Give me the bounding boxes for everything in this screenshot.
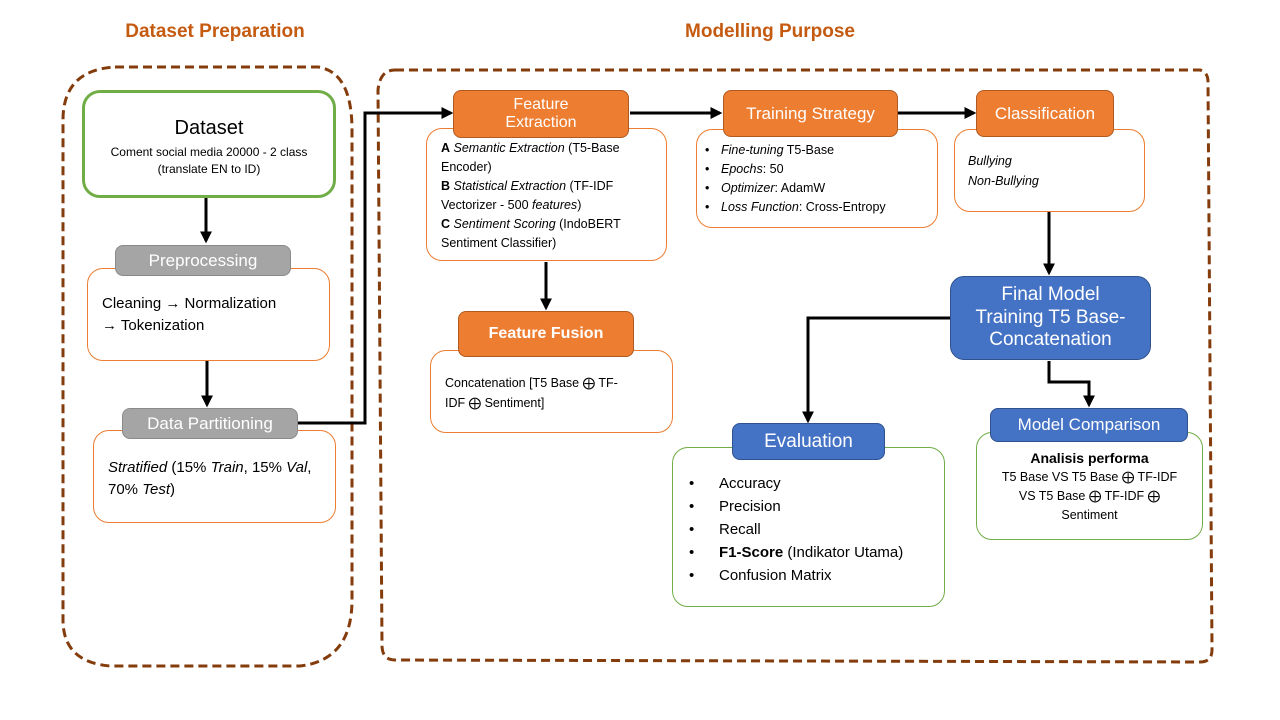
partitioning-stratified: Stratified [108,459,168,476]
item-detail: Vectorizer - 500 [441,198,533,212]
training-strategy-box: Fine-tuning T5-Base Epochs: 50 Optimizer… [696,129,938,228]
partitioning-train: Train [210,459,244,476]
partitioning-text-part: , 15% [243,459,282,476]
feature-fusion-box: Concatenation [T5 Base ⨁ TF- IDF ⨁ Senti… [430,350,673,433]
item-detail: (TF-IDF [566,179,614,193]
feature-fusion-line2: IDF ⨁ Sentiment] [445,396,545,410]
item-detail: (IndoBERT [555,217,621,231]
preprocessing-line2: → Tokenization [102,317,205,334]
partitioning-text: Stratified (15% Train, 15% Val, 70% Test… [108,457,328,501]
metric-confusion-matrix: Confusion Matrix [689,564,903,587]
classification-box: Bullying Non-Bullying [954,129,1145,212]
arrow-final-model-to-comparison [1047,361,1095,408]
model-comparison-box: Analisis performa T5 Base VS T5 Base ⨁ T… [976,432,1203,540]
comparison-line1: T5 Base VS T5 Base ⨁ TF-IDF [1001,470,1178,484]
section-title-modelling-purpose: Modelling Purpose [685,21,855,42]
training-item-loss: Loss Function: Cross-Entropy [705,198,886,217]
metric-f1-note: (Indikator Utama) [783,544,904,561]
training-strategy-header: Training Strategy [723,90,898,137]
partitioning-header: Data Partitioning [122,408,298,439]
final-model-line2: Training T5 Base- [975,306,1126,328]
metric-accuracy: Accuracy [689,472,903,495]
item-name: Semantic Extraction [453,141,565,155]
item-name: Sentiment Scoring [453,217,556,231]
training-item-value: : Cross-Entropy [798,200,886,214]
item-name: Statistical Extraction [453,179,567,193]
metric-f1-score: F1-Score (Indikator Utama) [689,541,903,564]
feature-extraction-header-line1: Feature [513,95,569,113]
item-detail-italic: features [532,198,578,212]
item-letter: A [441,141,451,155]
arrow-final-model-to-evaluation [802,316,951,424]
feature-extraction-item-c-cont: Sentiment Classifier) [441,236,557,250]
feature-extraction-item-a: A Semantic Extraction (T5-Base [441,139,666,158]
final-model-box: Final Model Training T5 Base- Concatenat… [950,276,1151,360]
comparison-subtitle: Analisis performa [1030,450,1149,466]
training-item-optimizer: Optimizer: AdamW [705,179,886,198]
final-model-line1: Final Model [1001,283,1100,305]
partitioning-val: Val [286,459,308,476]
training-item-fine-tuning: Fine-tuning T5-Base [705,141,886,160]
feature-extraction-box: A Semantic Extraction (T5-Base Encoder) … [426,128,667,261]
dataset-description-line2: (translate EN to ID) [157,162,261,176]
feature-extraction-item-b-cont: Vectorizer - 500 features) [441,196,666,215]
feature-extraction-item-b: B Statistical Extraction (TF-IDF [441,177,666,196]
preprocessing-header: Preprocessing [115,245,291,276]
comparison-line3: Sentiment [1061,508,1118,522]
item-letter: C [441,217,451,231]
training-strategy-header-label: Training Strategy [746,103,875,123]
preprocessing-box: Cleaning → Normalization → Tokenization [87,268,330,361]
partitioning-text-part: ) [170,481,175,498]
classification-header: Classification [976,90,1114,137]
item-letter: B [441,179,451,193]
training-item-value: : 50 [762,162,784,176]
feature-extraction-item-a-cont: Encoder) [441,160,492,174]
classification-header-label: Classification [994,103,1096,123]
preprocessing-line1: Cleaning → Normalization [102,295,277,312]
partitioning-test: Test [142,481,170,498]
partitioning-text-part: (15% [167,459,211,476]
training-item-label: Loss Function [721,200,799,214]
evaluation-box: Accuracy Precision Recall F1-Score (Indi… [672,447,945,607]
evaluation-header: Evaluation [732,423,885,460]
class-bullying: Bullying [968,154,1012,168]
final-model-line3: Concatenation [989,329,1112,351]
training-item-label: Epochs [721,162,763,176]
preprocessing-header-label: Preprocessing [148,250,258,270]
training-item-value: : AdamW [774,181,826,195]
metric-precision: Precision [689,495,903,518]
training-item-label: Optimizer [721,181,775,195]
item-detail: ) [577,198,582,212]
training-item-epochs: Epochs: 50 [705,160,886,179]
dataset-title: Dataset [174,117,244,139]
dataset-box: Dataset Coment social media 20000 - 2 cl… [82,90,336,198]
section-title-dataset-preparation: Dataset Preparation [125,21,305,42]
feature-extraction-header: Feature Extraction [453,90,629,138]
class-non-bullying: Non-Bullying [968,174,1039,188]
metric-recall: Recall [689,518,903,541]
feature-fusion-header: Feature Fusion [458,311,634,357]
item-detail: (T5-Base [564,141,620,155]
feature-extraction-item-c: C Sentiment Scoring (IndoBERT [441,215,666,234]
partitioning-text-part: , 70% [108,459,312,498]
feature-fusion-header-label: Feature Fusion [488,324,604,342]
partitioning-header-label: Data Partitioning [147,413,273,433]
dataset-description-line1: Coment social media 20000 - 2 class [110,145,308,159]
model-comparison-header-label: Model Comparison [1017,415,1161,435]
model-comparison-header: Model Comparison [990,408,1188,442]
training-item-label: Fine-tuning [721,143,784,157]
feature-extraction-header-line2: Extraction [505,114,577,131]
feature-fusion-line1: Concatenation [T5 Base ⨁ TF- [445,376,618,390]
metric-f1-label: F1-Score [719,544,784,561]
training-item-value: T5-Base [783,143,835,157]
partitioning-box: Stratified (15% Train, 15% Val, 70% Test… [93,430,336,523]
evaluation-header-label: Evaluation [764,430,853,452]
comparison-line2: VS T5 Base ⨁ TF-IDF ⨁ [1018,489,1161,503]
